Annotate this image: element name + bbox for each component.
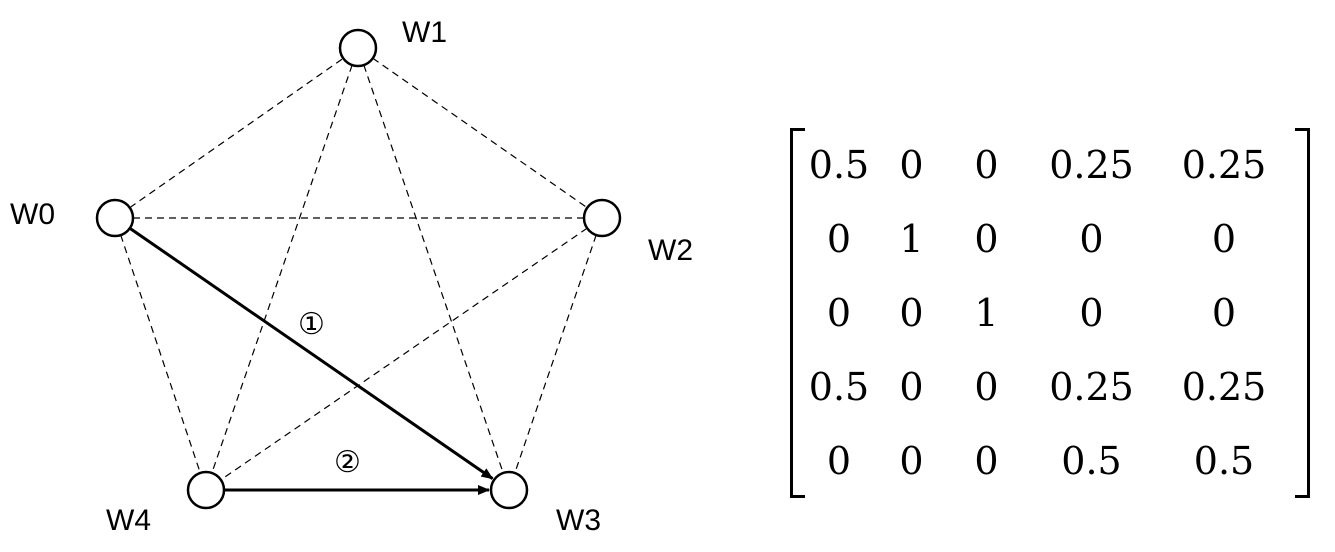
matrix-cell: 0 <box>1211 217 1237 261</box>
node-w2 <box>582 198 622 238</box>
node-label-w4: W4 <box>106 504 151 537</box>
matrix-cell: 0.25 <box>1049 365 1134 409</box>
node-label-w3: W3 <box>556 504 601 537</box>
dashed-edge-w0-w4 <box>120 234 201 474</box>
matrix-cell: 0.5 <box>1193 439 1255 483</box>
step-label-1: ① <box>298 308 325 341</box>
matrix-cell: 0.25 <box>1049 143 1134 187</box>
node-label-w1: W1 <box>402 16 447 49</box>
node-label-w2: W2 <box>648 234 693 267</box>
matrix-cell: 0 <box>899 143 924 187</box>
matrix-cell: 0.5 <box>1061 439 1122 483</box>
matrix-cell: 1 <box>899 217 924 261</box>
matrix-cell: 0 <box>899 291 924 335</box>
matrix-cell: 0 <box>974 143 999 187</box>
step-label-2: ② <box>334 446 361 479</box>
matrix-cell: 0.5 <box>808 143 870 187</box>
matrix-cell: 0 <box>974 439 999 483</box>
matrix-cell: 0 <box>826 439 852 483</box>
matrix-cell: 0 <box>1079 217 1104 261</box>
node-w3 <box>489 470 529 510</box>
dashed-edge-w1-w3 <box>363 64 504 474</box>
dashed-edge-w1-w4 <box>211 64 353 474</box>
communication-graph: W1 W0 W2 W4 W3 ① ② <box>10 16 693 537</box>
arrow-w0-to-w3 <box>128 226 494 480</box>
dashed-edge-w1-w2 <box>372 57 588 209</box>
matrix-cell: 0 <box>1211 291 1237 335</box>
matrix-right-bracket <box>1295 128 1310 498</box>
matrix-cell: 0 <box>974 217 999 261</box>
dashed-edge-w2-w4 <box>220 227 588 481</box>
matrix-left-bracket <box>790 128 805 498</box>
matrix-cell: 0 <box>899 365 924 409</box>
matrix-cell: 0.25 <box>1181 143 1267 187</box>
matrix-cell: 0.5 <box>808 365 870 409</box>
matrix-cell: 1 <box>974 291 999 335</box>
matrix-cell: 0 <box>974 365 999 409</box>
node-w4 <box>186 470 226 510</box>
node-w0 <box>95 198 135 238</box>
matrix-cell: 0 <box>826 291 852 335</box>
matrix-cell: 0 <box>1079 291 1104 335</box>
node-label-w0: W0 <box>10 198 55 231</box>
matrix-cell: 0.25 <box>1181 365 1267 409</box>
node-w1 <box>338 28 378 68</box>
dashed-edge-w0-w1 <box>129 57 344 209</box>
matrix-cell: 0 <box>899 439 924 483</box>
dashed-edge-w2-w3 <box>514 234 597 474</box>
matrix-cell: 0 <box>826 217 852 261</box>
